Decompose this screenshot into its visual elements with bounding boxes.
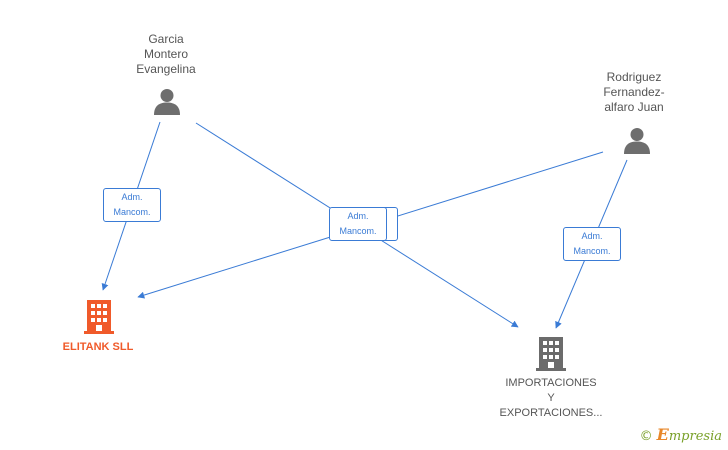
person-icon[interactable]	[623, 126, 651, 154]
edge-label-garcia-elitank: Adm. Mancom.	[103, 188, 161, 222]
edge-label-center: Adm. Mancom.	[329, 207, 387, 241]
company-name-importaciones[interactable]: IMPORTACIONES Y EXPORTACIONES...	[499, 377, 603, 419]
person-name-rodriguez: Rodriguez Fernandez- alfaro Juan	[603, 70, 665, 114]
building-icon[interactable]	[536, 337, 566, 371]
empresia-logo: ©Empresia	[639, 425, 722, 444]
person-icon[interactable]	[153, 87, 181, 115]
edge-label-rodriguez-importaciones: Adm. Mancom.	[563, 227, 621, 261]
company-name-elitank[interactable]: ELITANK SLL	[62, 341, 134, 353]
person-name-garcia: Garcia Montero Evangelina	[136, 32, 196, 76]
building-icon[interactable]	[84, 300, 114, 334]
